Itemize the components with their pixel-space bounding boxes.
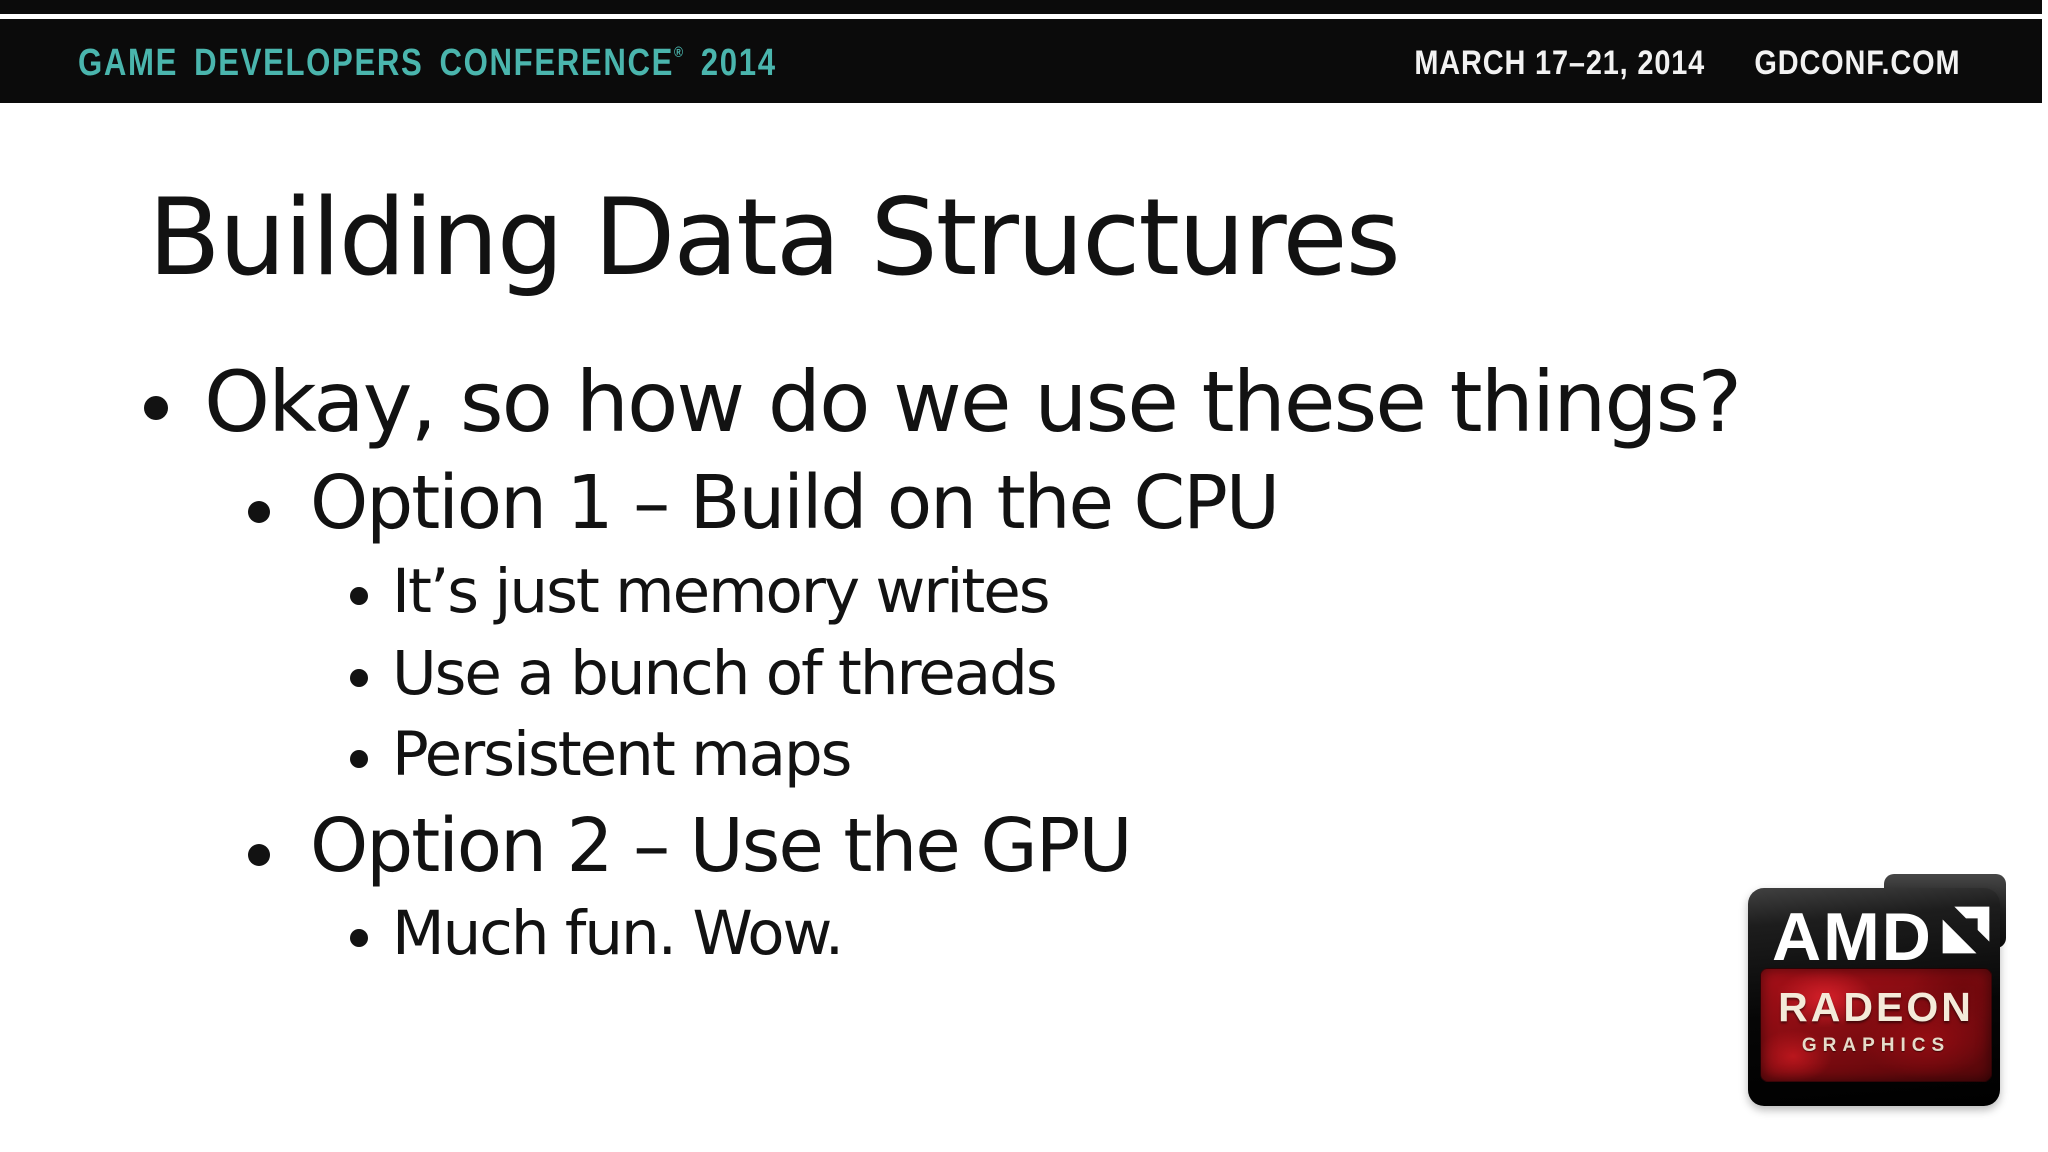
radeon-wordmark: RADEON bbox=[1778, 984, 1974, 1030]
bullet-text: Okay, so how do we use these things? bbox=[204, 353, 1742, 451]
amd-arrow-icon bbox=[1942, 906, 1990, 954]
bullet-item: It’s just memory writes bbox=[350, 555, 1051, 628]
bullet-item: Option 1 – Build on the CPU bbox=[248, 459, 1280, 548]
slide-title: Building Data Structures bbox=[148, 176, 1401, 299]
registered-mark: ® bbox=[674, 43, 684, 61]
radeon-panel: RADEON GRAPHICS bbox=[1760, 968, 1992, 1082]
gdc-logo-text: GAME DEVELOPERS CONFERENCE bbox=[78, 41, 675, 84]
bullet-item: Use a bunch of threads bbox=[350, 637, 1058, 710]
bullet-icon bbox=[144, 396, 168, 420]
amd-wordmark: AMD bbox=[1772, 899, 1933, 975]
radeon-graphics-label: GRAPHICS bbox=[1801, 1035, 1951, 1056]
bullet-icon bbox=[350, 750, 368, 768]
bullet-item: Much fun. Wow. bbox=[350, 897, 844, 970]
bullet-text: Option 1 – Build on the CPU bbox=[310, 460, 1280, 546]
bullet-text: Option 2 – Use the GPU bbox=[310, 803, 1132, 889]
conference-website: GDCONF.COM bbox=[1754, 43, 1960, 82]
conference-dates: MARCH 17–21, 2014 bbox=[1413, 43, 1705, 82]
top-border-strip bbox=[0, 0, 2042, 14]
bullet-icon bbox=[350, 669, 368, 687]
bullet-item: Okay, so how do we use these things? bbox=[144, 352, 1742, 453]
gdc-logo-year: 2014 bbox=[700, 41, 777, 84]
bullet-text: Persistent maps bbox=[392, 719, 852, 790]
bullet-text: It’s just memory writes bbox=[392, 556, 1051, 627]
bullet-icon bbox=[248, 844, 270, 866]
header-right-group: MARCH 17–21, 2014 GDCONF.COM bbox=[1414, 44, 1960, 83]
gdc-logo: GAME DEVELOPERS CONFERENCE® 2014 bbox=[78, 42, 777, 85]
bullet-text: Use a bunch of threads bbox=[392, 638, 1058, 709]
conference-header-bar: GAME DEVELOPERS CONFERENCE® 2014 MARCH 1… bbox=[0, 19, 2042, 103]
bullet-icon bbox=[248, 501, 270, 523]
bullet-icon bbox=[350, 929, 368, 947]
bullet-item: Option 2 – Use the GPU bbox=[248, 802, 1132, 891]
bullet-text: Much fun. Wow. bbox=[392, 898, 844, 969]
amd-radeon-logo: AMD RADEON GRAPHICS bbox=[1748, 874, 2006, 1106]
bullet-item: Persistent maps bbox=[350, 718, 852, 791]
bullet-icon bbox=[350, 587, 368, 605]
